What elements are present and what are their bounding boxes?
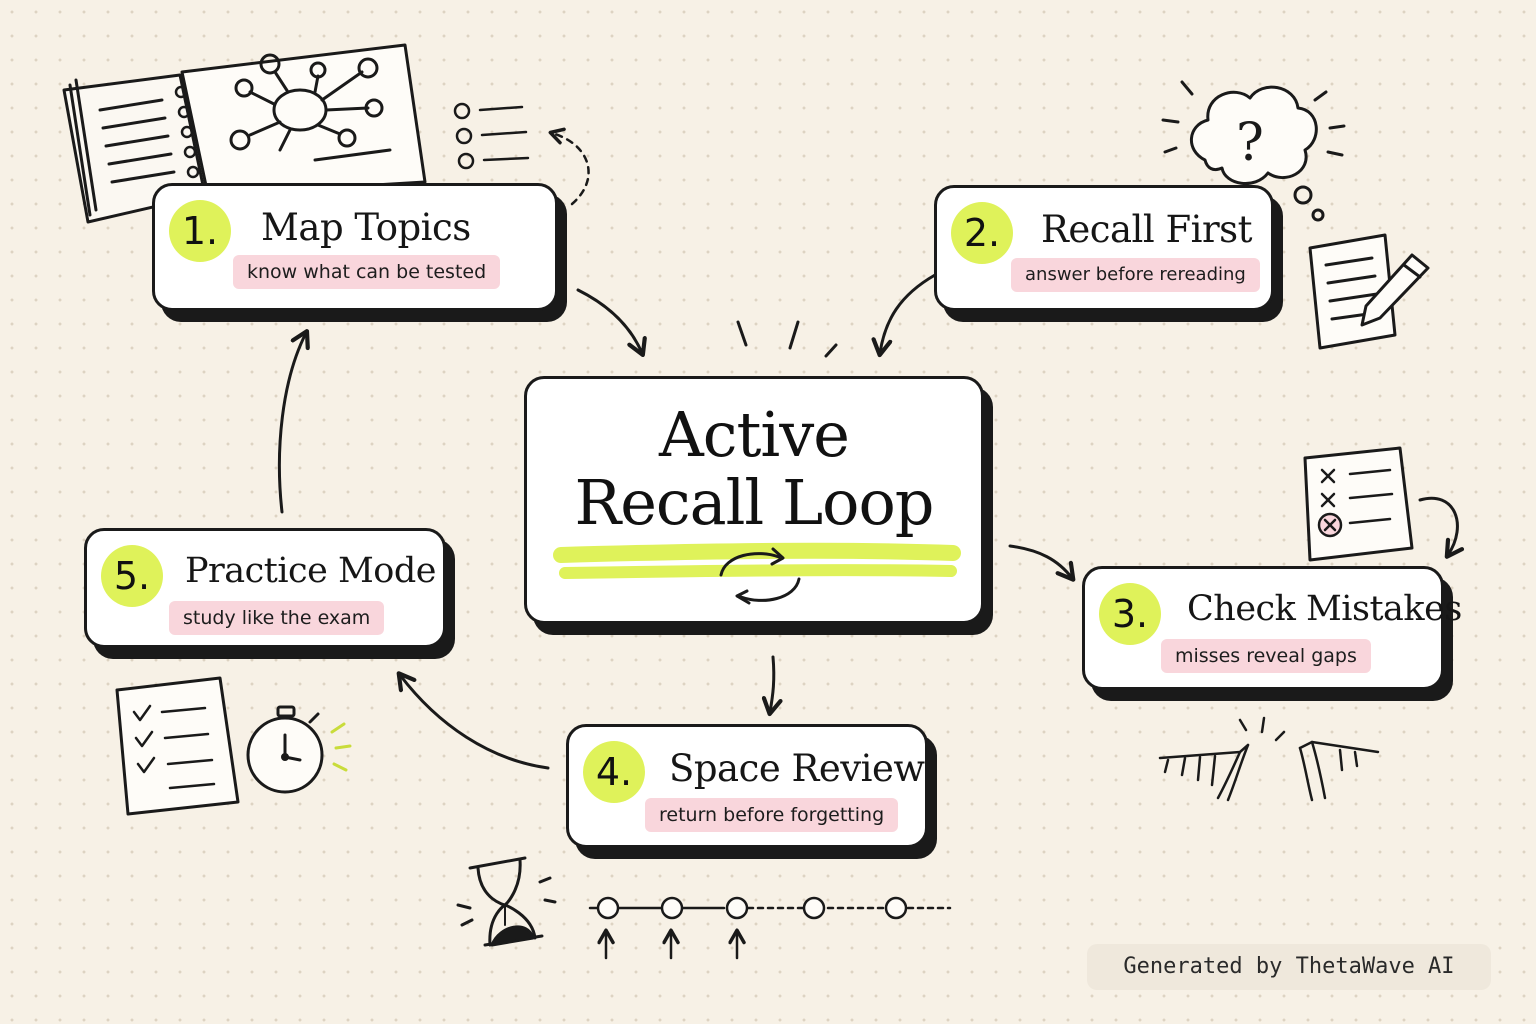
- arrow-center-to-space: [761, 655, 783, 717]
- emphasis-lines: [736, 320, 838, 358]
- center-card: Active Recall Loop: [524, 376, 984, 624]
- thought-bubble-question-icon: ?: [1161, 80, 1346, 222]
- center-title: Active Recall Loop: [527, 401, 981, 537]
- refresh-cycle-icon: [553, 542, 961, 605]
- arrow-recall-to-center: [871, 273, 937, 358]
- hourglass-icon: [456, 856, 557, 947]
- arrow-practice-to-map: [277, 329, 310, 514]
- step-number-1: 1.: [169, 200, 231, 262]
- step-number-3: 3.: [1099, 583, 1161, 645]
- step-card-map-topics: 1. Map Topics know what can be tested: [152, 183, 558, 311]
- step-card-check-mistakes: 3. Check Mistakes misses reveal gaps: [1082, 566, 1462, 690]
- mistakes-checklist-icon: [1303, 446, 1465, 562]
- step-subtitle-check-mistakes: misses reveal gaps: [1161, 639, 1371, 673]
- step-card-recall-first: 2. Recall First answer before rereading: [934, 185, 1274, 311]
- cliff-gap-icon: [1158, 716, 1380, 802]
- step-subtitle-recall-first: answer before rereading: [1011, 258, 1260, 292]
- center-title-line1: Active: [659, 398, 850, 471]
- arrow-center-to-check: [1008, 544, 1076, 582]
- step-title-recall-first: Recall First: [1041, 208, 1253, 251]
- checklist-icon: [115, 676, 240, 816]
- step-card-space-review: 4. Space Review return before forgetting: [566, 724, 928, 848]
- step-title-check-mistakes: Check Mistakes: [1187, 589, 1462, 629]
- center-title-line2: Recall Loop: [574, 466, 935, 539]
- generated-credit: Generated by ThetaWave AI: [1087, 944, 1491, 990]
- step-subtitle-practice-mode: study like the exam: [169, 601, 385, 635]
- notebook-mindmap-icon: [62, 43, 427, 224]
- step-number-5: 5.: [101, 545, 163, 607]
- step-title-map-topics: Map Topics: [261, 206, 471, 249]
- bullet-list-icon: [453, 102, 590, 206]
- spaced-timeline-icon: [588, 896, 952, 960]
- stopwatch-icon: [246, 705, 352, 794]
- step-subtitle-space-review: return before forgetting: [645, 798, 899, 832]
- step-number-2: 2.: [951, 202, 1013, 264]
- arrow-space-to-practice: [396, 671, 550, 770]
- step-title-space-review: Space Review: [669, 747, 925, 790]
- step-number-4: 4.: [583, 741, 645, 803]
- arrow-map-to-center: [576, 288, 647, 358]
- step-subtitle-map-topics: know what can be tested: [233, 255, 501, 289]
- step-title-practice-mode: Practice Mode: [185, 551, 436, 591]
- step-card-practice-mode: 5. Practice Mode study like the exam: [84, 528, 446, 648]
- notes-pencil-icon: [1308, 233, 1430, 350]
- loop-arrows: [277, 273, 1076, 770]
- question-mark: ?: [1236, 113, 1264, 173]
